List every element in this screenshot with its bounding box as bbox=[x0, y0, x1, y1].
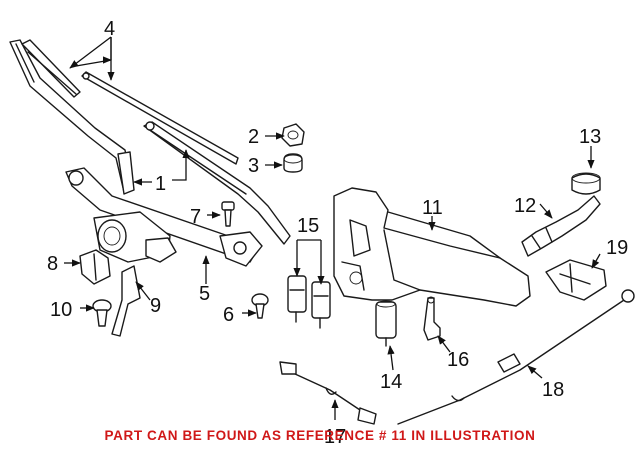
wiper-linkage-motor bbox=[65, 167, 263, 267]
callout-17: 17 bbox=[324, 426, 346, 448]
callout-8: 8 bbox=[47, 253, 58, 275]
wiper-arm-left bbox=[9, 39, 135, 195]
washer-pump-pair bbox=[287, 275, 331, 329]
wiper-arm-right bbox=[143, 121, 291, 245]
washer-hose-17 bbox=[279, 361, 377, 425]
nut bbox=[281, 123, 305, 147]
bracket-8 bbox=[79, 249, 111, 285]
washer-hose-18 bbox=[397, 289, 635, 425]
bolt-7 bbox=[221, 201, 235, 227]
callout-6: 6 bbox=[223, 304, 234, 326]
bolt-6 bbox=[251, 293, 269, 319]
callout-numbers: 1 2 3 4 5 6 7 8 9 10 11 12 13 14 15 16 1… bbox=[47, 18, 628, 448]
callout-19: 19 bbox=[606, 237, 628, 259]
callout-16: 16 bbox=[447, 349, 469, 371]
callout-10: 10 bbox=[50, 299, 72, 321]
callout-15: 15 bbox=[297, 215, 319, 237]
washer-reservoir bbox=[333, 187, 531, 307]
bolt-10 bbox=[92, 299, 112, 327]
filler-cap bbox=[571, 172, 601, 195]
callout-9: 9 bbox=[150, 295, 161, 317]
callout-12: 12 bbox=[514, 195, 536, 217]
bracket-19 bbox=[545, 259, 607, 301]
level-sensor bbox=[423, 296, 441, 341]
leader-lines bbox=[64, 36, 601, 420]
callout-2: 2 bbox=[248, 126, 259, 148]
bracket-9 bbox=[111, 265, 141, 337]
part-reference-note: PART CAN BE FOUND AS REFERENCE # 11 IN I… bbox=[104, 428, 536, 443]
callout-7: 7 bbox=[190, 206, 201, 228]
callout-18: 18 bbox=[542, 379, 564, 401]
callout-1: 1 bbox=[155, 173, 166, 195]
callout-4: 4 bbox=[104, 18, 115, 40]
callout-5: 5 bbox=[199, 283, 210, 305]
washer-pump bbox=[375, 300, 397, 347]
filler-neck bbox=[521, 195, 601, 257]
callout-14: 14 bbox=[380, 371, 402, 393]
callout-13: 13 bbox=[579, 126, 601, 148]
callout-3: 3 bbox=[248, 155, 259, 177]
wiper-blade bbox=[21, 39, 239, 165]
cap bbox=[283, 153, 303, 173]
callout-11: 11 bbox=[422, 197, 443, 219]
